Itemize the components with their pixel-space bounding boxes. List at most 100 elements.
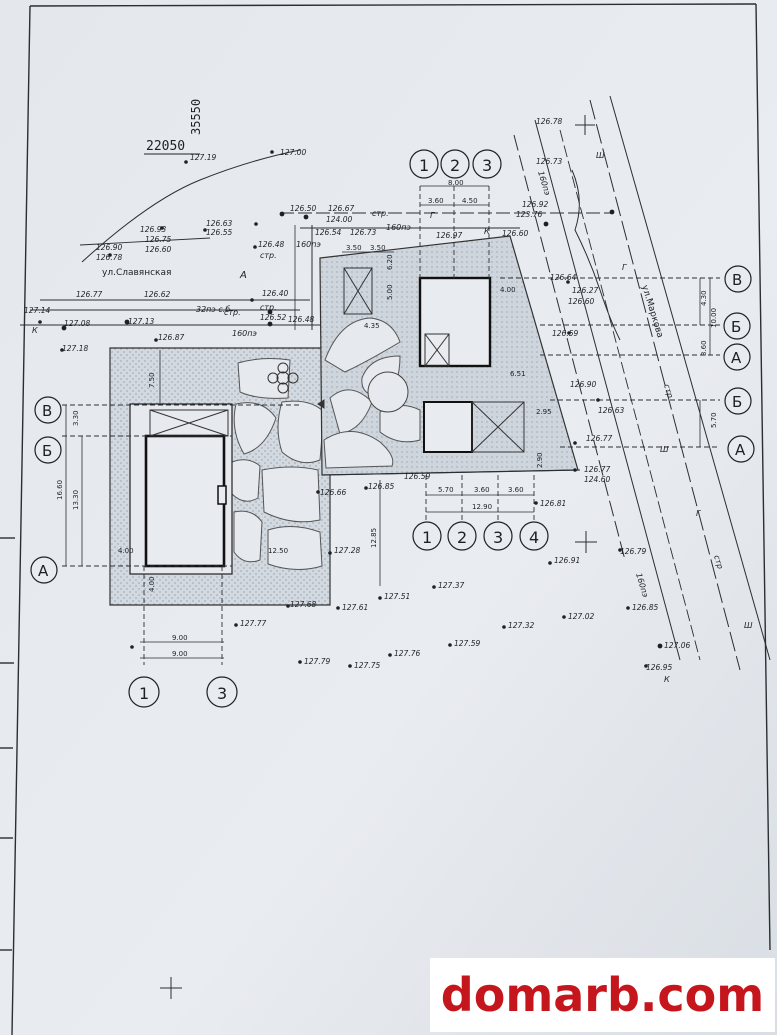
elev: 127.13 — [128, 317, 154, 326]
elev: 126.62 — [144, 290, 170, 299]
net-pipe: 160пэ — [386, 223, 411, 232]
dimension-labels: 8.00 3.60 4.50 3.50 3.50 7.50 3.30 16.60… — [56, 179, 718, 658]
axis-left-row-a: А — [38, 562, 49, 580]
building-right-upper — [418, 276, 492, 368]
axis-edge-row-5: А — [735, 441, 746, 459]
axis-left-row-v: В — [42, 402, 52, 420]
building-right-lower — [423, 401, 473, 453]
elev: 126.64 — [550, 273, 576, 282]
elev: 126.66 — [320, 488, 346, 497]
elev: 126.40 — [262, 289, 288, 298]
net-pipe: 160пэ — [296, 240, 321, 249]
elev: 126.77 — [586, 434, 612, 443]
elev: 126.91 — [554, 556, 580, 565]
dim-r-435: 4.35 — [364, 322, 380, 330]
dim-r-400: 4.00 — [500, 286, 516, 294]
elev: 126.73 — [350, 228, 376, 237]
axis-bottom-col-2: 2 — [457, 528, 467, 547]
elev: 126.90 — [96, 243, 122, 252]
registration-crosses — [160, 115, 597, 999]
elev: 126.81 — [540, 499, 566, 508]
elev: 126.48 — [258, 240, 284, 249]
elevation-labels: 127.19 127.00 126.90 126.78 126.93 126.7… — [24, 117, 690, 672]
elev: 127.18 — [62, 344, 88, 353]
elev: 126.52 — [260, 313, 286, 322]
elev: 126.78 — [536, 117, 562, 126]
elev: 126.48 — [288, 315, 314, 324]
net-k: К — [32, 326, 38, 335]
elev: 127.14 — [24, 306, 50, 315]
elev: 126.67 — [328, 204, 354, 213]
right-site-area — [317, 235, 579, 476]
elev: 126.79 — [620, 547, 646, 556]
axis-top-col-3: 3 — [482, 156, 492, 175]
elev: 127.79 — [304, 657, 330, 666]
elev: 127.76 — [394, 649, 420, 658]
elev: 127.19 — [190, 153, 216, 162]
axis-left-col-1: 1 — [139, 684, 149, 703]
sheet-code-top: 35550 — [189, 99, 203, 135]
axis-bubbles-right-bottom — [412, 521, 549, 551]
net-str: стр. — [260, 251, 277, 260]
elev: 126.63 — [206, 219, 232, 228]
net-pipe: 160пэ — [232, 329, 257, 338]
dim-bottom-900a: 9.00 — [172, 634, 188, 642]
dim-left-750: 7.50 — [148, 372, 156, 388]
dim-mid-360a: 3.60 — [474, 486, 490, 494]
elev: 126.92 — [522, 200, 548, 209]
elev: 126.90 — [570, 380, 596, 389]
dim-mid-1285: 12.85 — [370, 528, 378, 548]
elev: 127.06 — [664, 641, 690, 650]
elev: 127.75 — [354, 661, 380, 670]
dim-top-c: 3.50 — [346, 244, 362, 252]
axis-left-row-b: Б — [42, 442, 52, 460]
net-g: Г — [696, 509, 701, 518]
net-g: Г — [430, 211, 435, 220]
elev: 124.00 — [326, 215, 352, 224]
elev: 126.85 — [632, 603, 658, 612]
net-pipe: 32пэ с.б — [196, 305, 230, 314]
elev: 126.54 — [315, 228, 341, 237]
elev: 127.37 — [438, 581, 464, 590]
zone-label: А — [239, 270, 247, 281]
net-str: стр. — [372, 209, 389, 218]
dim-left-330: 3.30 — [72, 410, 80, 426]
elevation-markers — [38, 150, 663, 668]
sheet-frame — [0, 3, 771, 1035]
dim-r-1000: 10.00 — [710, 308, 718, 328]
elev: 126.78 — [96, 253, 122, 262]
elev: 127.68 — [290, 600, 316, 609]
dim-top-total: 8.00 — [448, 179, 464, 187]
elev: 127.32 — [508, 621, 534, 630]
elev: 126.50 — [290, 204, 316, 213]
utility-lines — [20, 95, 771, 671]
elev: 126.59 — [552, 329, 578, 338]
elev: 126.97 — [436, 231, 462, 240]
axis-bubbles-left — [30, 396, 238, 708]
axis-bubbles-right-top — [409, 149, 502, 179]
dim-bottom-900b: 9.00 — [172, 650, 188, 658]
dim-r-570: 5.70 — [710, 412, 718, 428]
elev: 126.85 — [368, 482, 394, 491]
axis-bottom-col-3: 3 — [493, 528, 503, 547]
street-slavyanskaya: ул.Славянская — [102, 268, 171, 278]
elev: 126.87 — [158, 333, 184, 342]
net-k: К — [484, 227, 490, 236]
elev: 127.00 — [280, 148, 306, 157]
elev: 126.93 — [140, 225, 166, 234]
elev: 126.60 — [145, 245, 171, 254]
elev: 126.63 — [598, 406, 624, 415]
net-str: стр. — [224, 308, 241, 317]
elev: 126.60 — [568, 297, 594, 306]
sheet-code-left: 22050 — [146, 139, 185, 154]
elev: 126.75 — [145, 235, 171, 244]
elev: 126.95 — [646, 663, 672, 672]
dim-left-1330: 13.30 — [72, 490, 80, 510]
elev: 126.77 — [584, 465, 610, 474]
elev: 127.08 — [64, 319, 90, 328]
net-g: Г — [622, 263, 627, 272]
watermark-banner: domarb.com — [430, 958, 775, 1032]
axis-bottom-col-4: 4 — [529, 528, 539, 547]
elev: 127.61 — [342, 603, 368, 612]
